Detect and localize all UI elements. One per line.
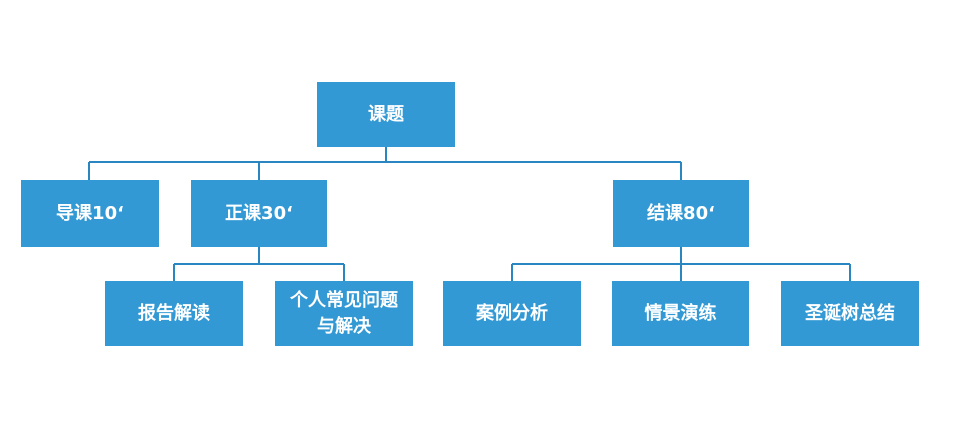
node-zhengke: 正课30‘ <box>191 180 327 247</box>
node-baogao-jiedu: 报告解读 <box>105 281 243 346</box>
node-shengdanshu-zongjie: 圣诞树总结 <box>781 281 919 346</box>
root-node-label: 课题 <box>368 103 404 125</box>
root-node: 课题 <box>317 82 455 147</box>
node-jieke: 结课80‘ <box>613 180 749 247</box>
node-geren-wenti-label: 个人常见问题 与解决 <box>290 288 398 340</box>
node-shengdanshu-zongjie-label: 圣诞树总结 <box>805 302 895 324</box>
node-qingjing-yanlian: 情景演练 <box>612 281 749 346</box>
node-zhengke-label: 正课30‘ <box>225 202 293 224</box>
node-geren-wenti-line2: 与解决 <box>317 315 371 337</box>
node-qingjing-yanlian-label: 情景演练 <box>644 302 717 324</box>
node-geren-wenti-line1: 个人常见问题 <box>290 289 398 311</box>
node-anli-fenxi: 案例分析 <box>443 281 581 346</box>
node-baogao-jiedu-label: 报告解读 <box>138 302 210 324</box>
node-anli-fenxi-label: 案例分析 <box>476 302 548 324</box>
node-daoke-label: 导课10‘ <box>56 202 124 224</box>
node-jieke-label: 结课80‘ <box>647 202 715 224</box>
node-geren-wenti: 个人常见问题 与解决 <box>275 281 413 346</box>
node-daoke: 导课10‘ <box>21 180 159 247</box>
